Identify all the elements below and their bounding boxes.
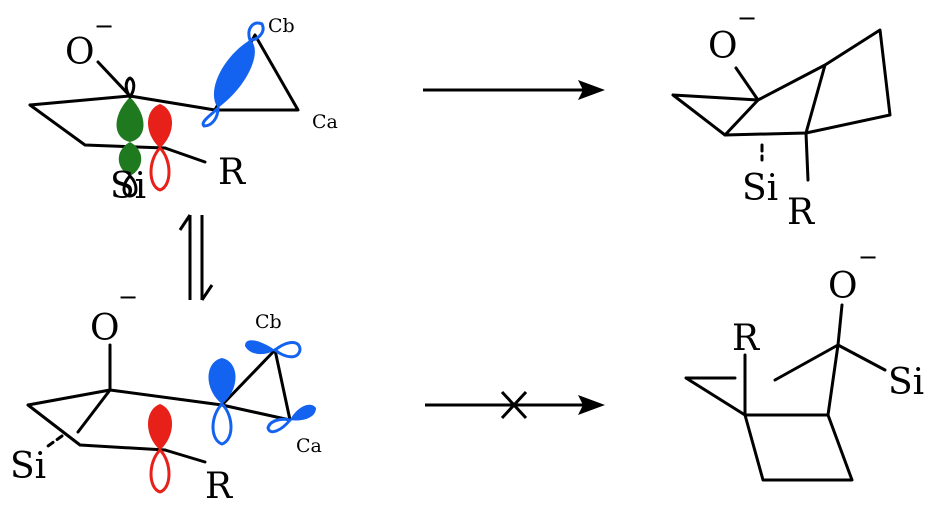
conformer-top-left: O − Si R Cb Ca — [28, 12, 338, 207]
bond-c-o-top-left — [96, 60, 132, 98]
arrow-bottom — [425, 390, 605, 420]
blue-orbital-cb-filled-lobe — [245, 340, 275, 355]
blue-orbital-ca-open-lobe — [266, 417, 293, 434]
green-orbital-upper-lobe — [116, 97, 144, 142]
equilibrium-up-arrow — [178, 214, 192, 300]
oxyanion-label-bottom-left: O — [90, 308, 120, 349]
silicon-label-top-right: Si — [742, 168, 778, 209]
green-orbital-tail — [122, 174, 138, 198]
charge-bottom-left: − — [118, 283, 138, 311]
bond-c-r-bottom-left — [163, 448, 207, 464]
arrow-top-head — [578, 80, 605, 100]
charge-top-left: − — [94, 12, 114, 40]
bond-c-o-top-right — [734, 66, 760, 102]
bicycle-bottom-right — [684, 343, 854, 482]
blue-orbital-filled-lobe — [213, 40, 255, 108]
bond-c-r-top-right — [804, 131, 810, 182]
equilibrium-down-arrow — [200, 215, 214, 301]
blue-orbital-open-lobe-bottom — [211, 401, 233, 446]
arrow-bottom-head — [578, 395, 605, 415]
r-group-label-bottom-left: R — [205, 466, 233, 507]
blue-orbital-filled-lobe-bottom — [208, 358, 236, 404]
ca-label-top-left: Ca — [312, 111, 338, 133]
red-orbital-open-lobe-bottom — [149, 447, 171, 494]
red-orbital-filled-lobe-bottom — [148, 404, 172, 450]
conformer-bottom-left: O − Si R Cb Ca — [10, 283, 322, 507]
oxyanion-label-top-left: O — [65, 32, 95, 73]
green-orbital-lower-lobe — [118, 142, 142, 176]
charge-top-right: − — [737, 4, 757, 32]
red-orbital-open-lobe — [149, 145, 171, 192]
product-top-right: O − Si R — [671, 4, 892, 233]
arrow-top — [423, 80, 605, 100]
cyclopropane-bottom-left — [220, 348, 292, 422]
ring-bottom-left — [26, 388, 224, 452]
green-orbital-top-tip — [124, 76, 136, 99]
ca-label-bottom-left: Ca — [296, 435, 322, 457]
bond-c-si-bottom-right — [836, 343, 887, 372]
blue-orbital-open-lobe — [201, 104, 220, 128]
charge-bottom-right: − — [858, 243, 878, 271]
bond-c-o-bottom-right — [836, 303, 844, 347]
r-group-label-top-right: R — [787, 192, 815, 233]
silicon-label-bottom-left: Si — [10, 446, 46, 487]
blue-orbital-ca-filled-lobe — [290, 404, 316, 421]
r-group-label-top-left: R — [218, 152, 246, 193]
oxyanion-label-top-right: O — [708, 26, 738, 67]
blue-orbital-tip-lobe — [247, 21, 265, 42]
bond-c-si-bottom-left — [46, 434, 64, 448]
arrow-bottom-cross-mark — [500, 390, 528, 420]
cb-label-top-left: Cb — [268, 15, 295, 37]
r-group-label-bottom-right: R — [732, 318, 760, 359]
bicycle-top-right — [671, 28, 892, 137]
bond-c-r-top-left — [163, 146, 207, 164]
oxyanion-label-bottom-right: O — [828, 266, 858, 307]
cb-label-bottom-left: Cb — [255, 311, 282, 333]
product-bottom-right: O − Si R — [684, 243, 924, 482]
bond-c-c-bottom-left — [76, 388, 112, 434]
silicon-label-top-left: Si — [110, 166, 146, 207]
red-orbital-filled-lobe — [148, 104, 172, 148]
equilibrium-arrows — [178, 214, 214, 301]
blue-orbital-cb-open-lobe — [272, 341, 302, 359]
silicon-label-bottom-right: Si — [888, 362, 924, 403]
